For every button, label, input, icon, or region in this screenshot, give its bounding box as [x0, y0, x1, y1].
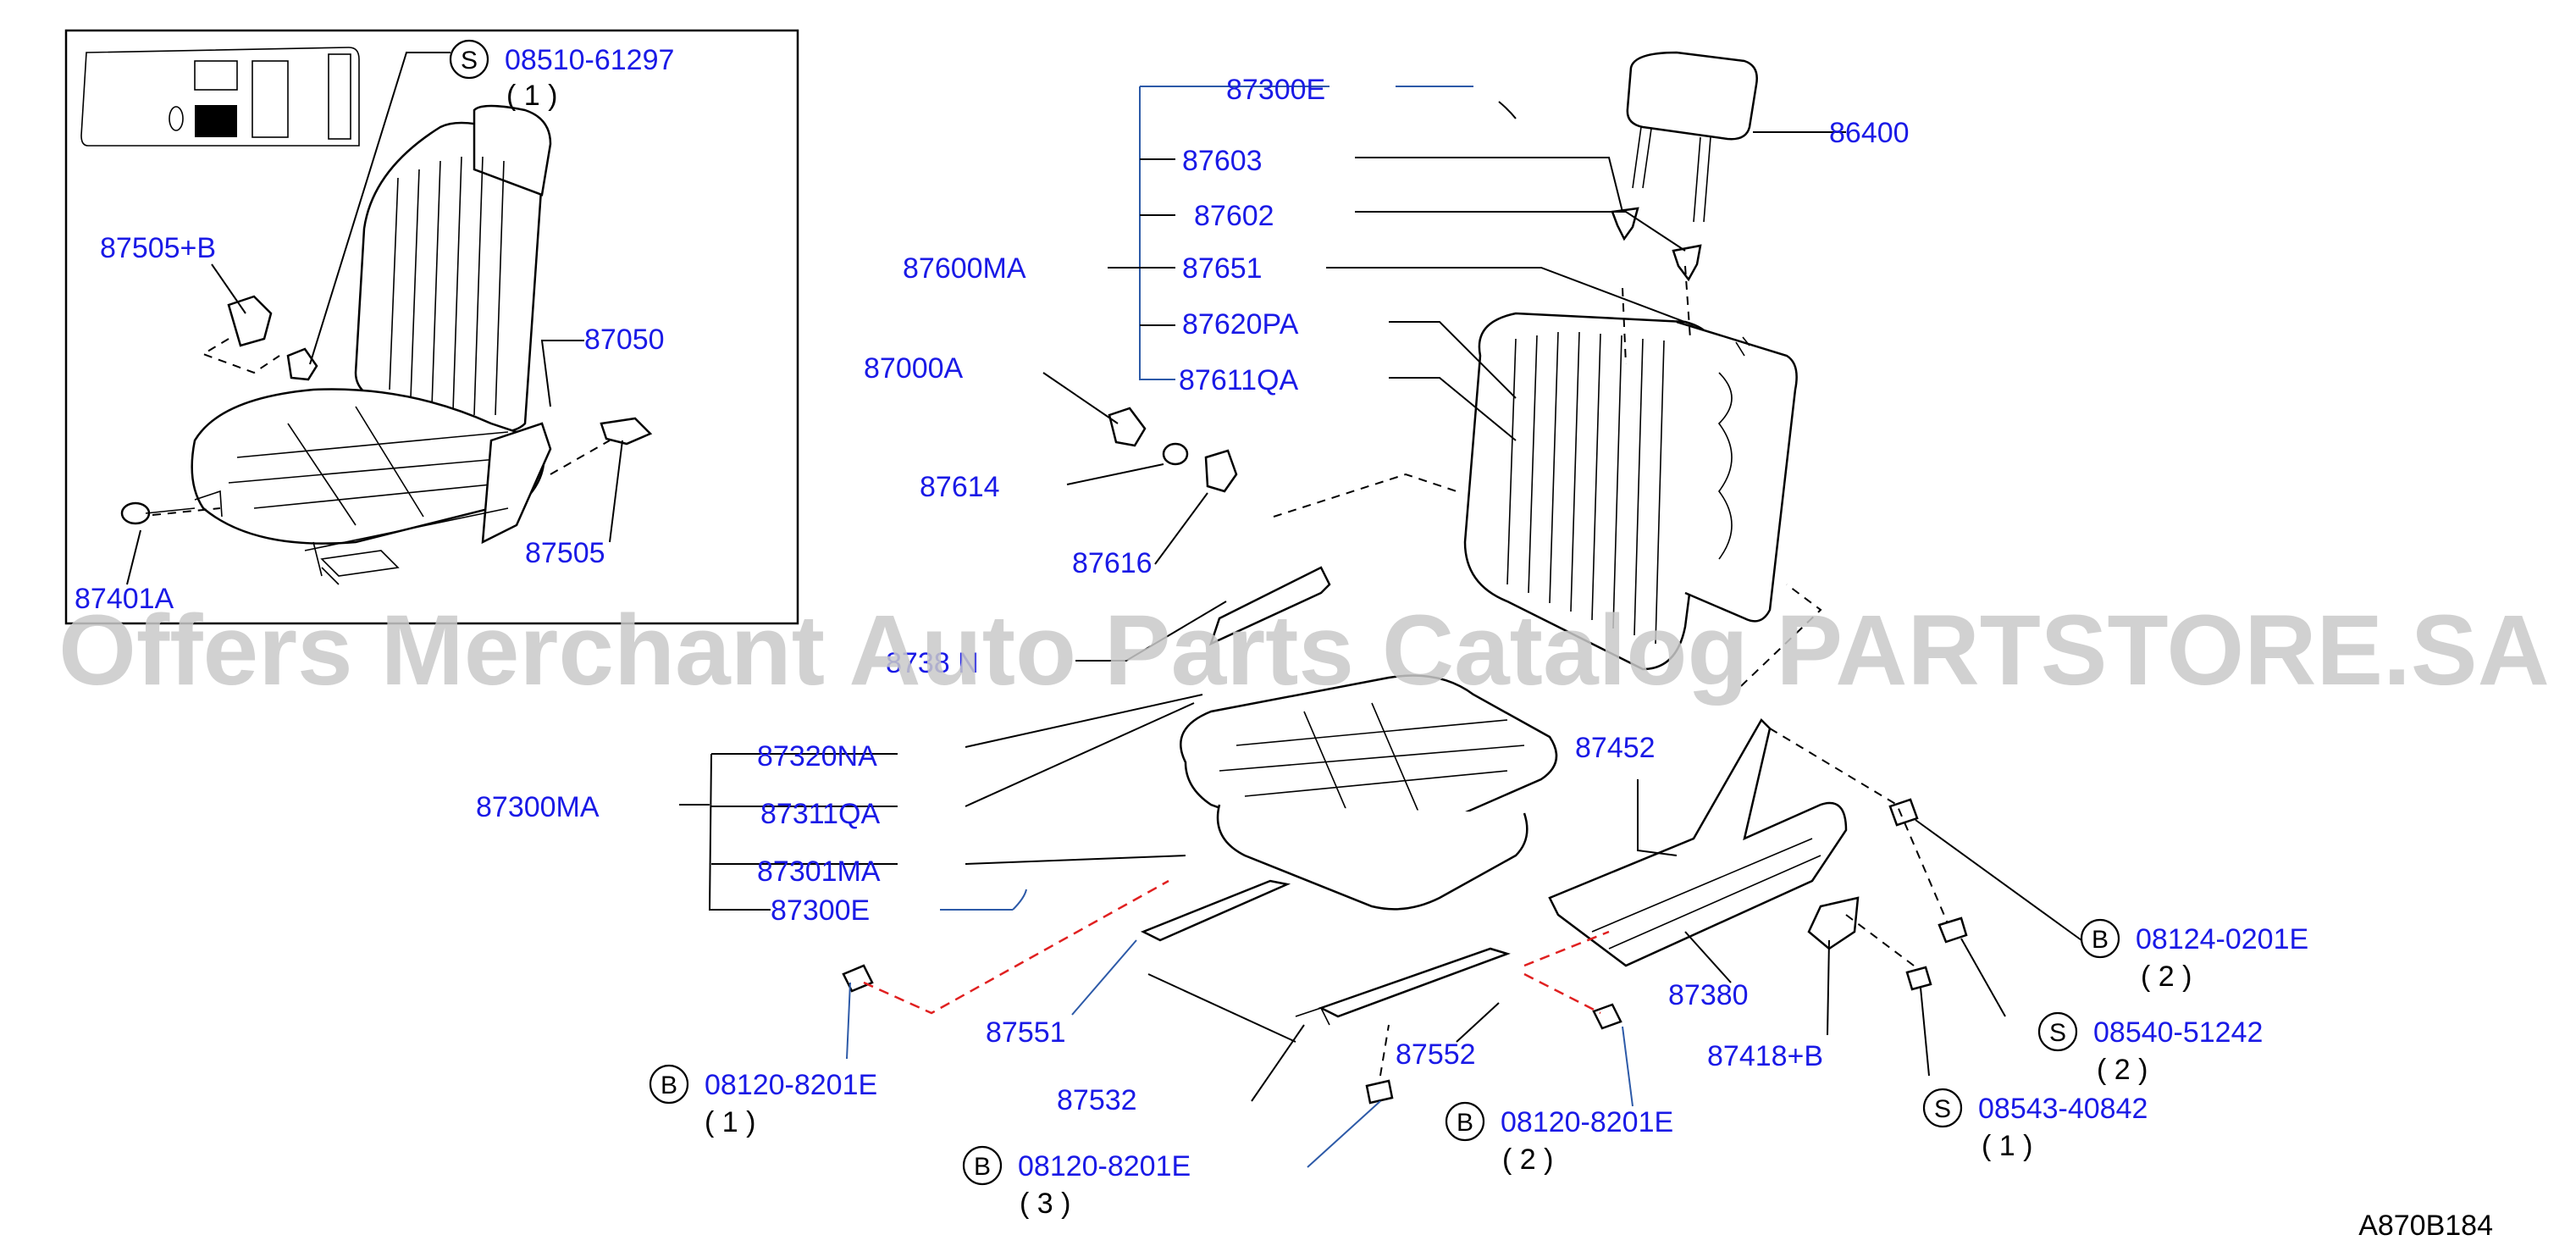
- badge-letter: B: [661, 1071, 677, 1099]
- fastener-code: 08540-51242: [2093, 1016, 2263, 1049]
- label-87301ma: 87301MA: [757, 856, 881, 888]
- label-87614: 87614: [920, 471, 1000, 503]
- badge-letter: B: [974, 1153, 991, 1181]
- label-87620pa: 87620PA: [1182, 308, 1299, 341]
- label-87505b: 87505+B: [100, 232, 216, 264]
- guide-87602: [1672, 244, 1702, 282]
- badge-circle: [962, 1145, 1003, 1186]
- badge-letter: S: [1934, 1095, 1951, 1123]
- label-87300e-bottom: 87300E: [771, 894, 870, 927]
- inset-badge-circle: [449, 39, 489, 80]
- label-87602: 87602: [1194, 200, 1274, 232]
- bolt-08120-1: [842, 964, 874, 993]
- watermark-text: Offers Merchant Auto Parts Catalog PARTS…: [58, 595, 2550, 706]
- knob-87000a: [1108, 407, 1147, 447]
- fastener-b2: B 08120-8201E ( 2 ): [1445, 1101, 1673, 1176]
- guide-87603: [1611, 207, 1639, 241]
- fastener-qty: ( 1 ): [1982, 1130, 2032, 1162]
- label-87452: 87452: [1575, 732, 1656, 764]
- badge-circle: [1445, 1101, 1485, 1142]
- fastener-b1: B 08120-8201E ( 1 ): [649, 1064, 877, 1138]
- rail-87552: [1318, 947, 1511, 1018]
- label-87603: 87603: [1182, 145, 1263, 177]
- label-87505: 87505: [525, 537, 605, 569]
- headrest-86400: [1626, 51, 1758, 223]
- label-87651: 87651: [1182, 252, 1263, 285]
- rail-87551: [1140, 879, 1291, 942]
- diagram-reference: A870B184: [2358, 1210, 2493, 1242]
- badge-circle: [649, 1064, 689, 1105]
- fastener-qty: ( 2 ): [1502, 1143, 1553, 1176]
- label-87320na: 87320NA: [757, 740, 877, 772]
- label-87311qa: 87311QA: [760, 798, 880, 830]
- fastener-b0124: B 08124-0201E ( 2 ): [2080, 918, 2308, 993]
- recliner-87452: [1548, 717, 1848, 967]
- badge-circle: [1922, 1088, 1963, 1128]
- qty-08510-61297: ( 1 ): [506, 80, 557, 112]
- fastener-qty: ( 3 ): [1020, 1188, 1070, 1220]
- screw-08540: [1938, 916, 1968, 944]
- label-87401a: 87401A: [75, 583, 174, 615]
- fastener-code: 08120-8201E: [1018, 1150, 1191, 1182]
- fastener-qty: ( 2 ): [2141, 961, 2192, 993]
- label-08510-61297: 08510-61297: [505, 44, 674, 76]
- badge-circle: [2080, 918, 2120, 959]
- fastener-code: 08543-40842: [1978, 1093, 2148, 1125]
- fastener-s40842: S 08543-40842 ( 1 ): [1922, 1088, 2148, 1162]
- label-87532: 87532: [1057, 1084, 1137, 1116]
- badge-letter: S: [2049, 1019, 2066, 1047]
- seatback-87600ma: [1463, 312, 1798, 671]
- label-86400: 86400: [1829, 117, 1910, 149]
- bolt-08120-2: [1592, 1003, 1622, 1030]
- inset-badge-letter: S: [461, 47, 478, 75]
- label-87551: 87551: [986, 1016, 1066, 1049]
- badge-letter: B: [2092, 926, 2109, 954]
- frame-8738n: [1208, 566, 1331, 646]
- badge-letter: B: [1457, 1109, 1473, 1137]
- label-87380: 87380: [1668, 979, 1749, 1011]
- fastener-code: 08124-0201E: [2136, 923, 2308, 955]
- fastener-code: 08120-8201E: [705, 1069, 877, 1101]
- label-87300ma: 87300MA: [476, 791, 600, 823]
- seat-assembly-inset: [120, 104, 653, 585]
- fastener-s51242: S 08540-51242 ( 2 ): [2037, 1011, 2263, 1086]
- inset-panel: S 08510-61297 ( 1 ) 87505+B 87050 87505 …: [64, 29, 799, 625]
- screw-08543: [1905, 966, 1932, 991]
- label-87050: 87050: [584, 324, 665, 356]
- label-87418b: 87418+B: [1707, 1040, 1823, 1072]
- label-87552: 87552: [1396, 1038, 1476, 1071]
- label-87616: 87616: [1072, 547, 1153, 579]
- fastener-qty: ( 2 ): [2097, 1054, 2148, 1086]
- bolt-08124: [1888, 798, 1919, 827]
- label-87000a: 87000A: [864, 352, 964, 385]
- label-87611qa: 87611QA: [1179, 364, 1298, 396]
- label-87300e-top: 87300E: [1226, 74, 1325, 106]
- fastener-qty: ( 1 ): [705, 1106, 755, 1138]
- cover-87616: [1204, 449, 1238, 493]
- label-87600ma: 87600MA: [903, 252, 1026, 285]
- label-8738n: 8738 N: [886, 647, 979, 679]
- fastener-b3: B 08120-8201E ( 3 ): [962, 1145, 1191, 1220]
- badge-circle: [2037, 1011, 2078, 1052]
- lever-87418b: [1807, 896, 1860, 950]
- clip-87614: [1162, 442, 1189, 466]
- fastener-code: 08120-8201E: [1501, 1106, 1673, 1138]
- vehicle-locator-icon: [80, 47, 360, 147]
- bolt-08120-3: [1365, 1079, 1394, 1105]
- cushion-87300ma: [1180, 674, 1558, 911]
